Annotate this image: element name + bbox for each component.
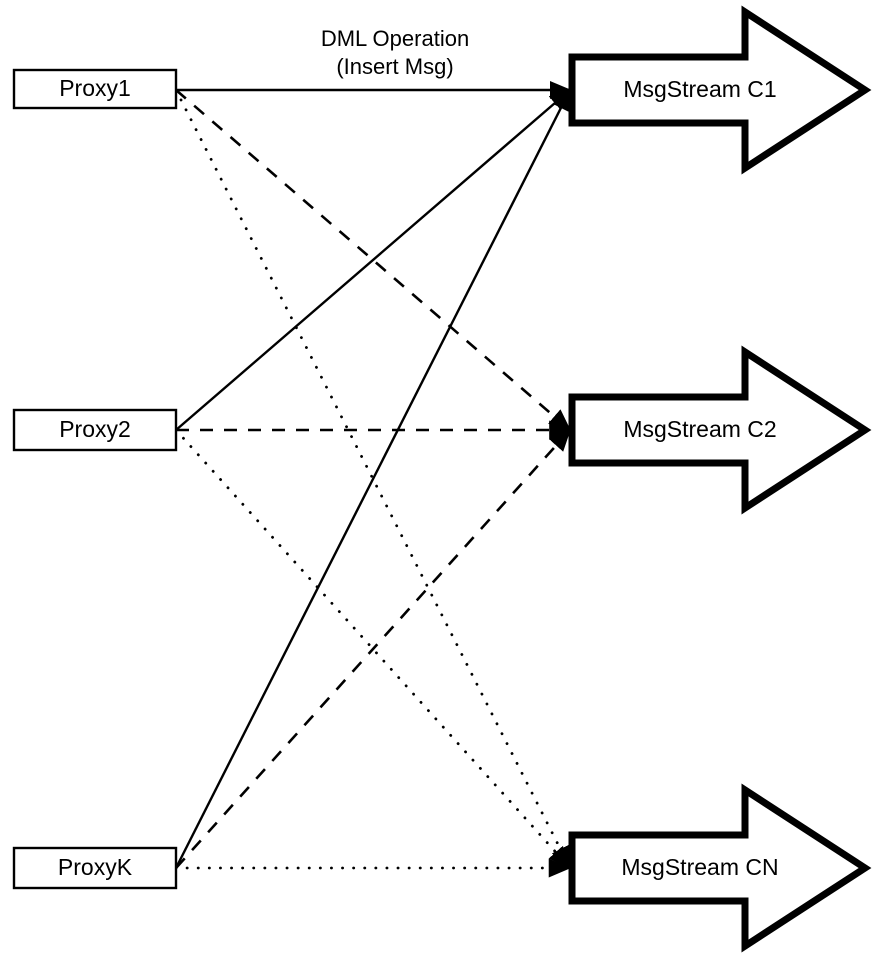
dml-operation-label-line1: DML Operation — [321, 26, 469, 51]
edge-proxyK-to-c2 — [175, 429, 571, 869]
proxy-box-proxyK — [12, 846, 178, 890]
msgstream-node-msgstream-c1[interactable]: MsgStream C1 — [568, 5, 872, 175]
msgstream-label-msgstream-c1: MsgStream C1 — [623, 76, 776, 102]
proxy-box-proxy2 — [12, 408, 178, 452]
msgstream-shape-msgstream-cn — [568, 783, 872, 953]
edge-proxyK-to-c1 — [174, 88, 572, 869]
edge-proxy1-to-cn — [174, 88, 572, 870]
proxy-label-proxyK: ProxyK — [58, 854, 133, 880]
msgstream-shape-msgstream-c2 — [568, 345, 872, 515]
proxy-box-proxy1 — [12, 68, 178, 110]
msgstream-shape-msgstream-c1 — [568, 5, 872, 175]
proxy-label-proxy1: Proxy1 — [59, 75, 131, 101]
msgstream-label-msgstream-c2: MsgStream C2 — [623, 416, 776, 442]
msgstream-node-msgstream-c2[interactable]: MsgStream C2 — [568, 345, 872, 515]
proxy-node-proxy1[interactable]: Proxy1 — [12, 68, 178, 110]
edge-proxy1-to-c2 — [175, 89, 571, 431]
dml-operation-label-line2: (Insert Msg) — [336, 54, 453, 79]
proxy-node-proxy2[interactable]: Proxy2 — [12, 408, 178, 452]
msgstream-label-msgstream-cn: MsgStream CN — [621, 854, 778, 880]
edge-proxy2-to-c1 — [175, 89, 572, 431]
proxy-label-proxy2: Proxy2 — [59, 416, 131, 442]
edges-layer — [174, 80, 572, 878]
streams-layer: MsgStream C1 MsgStream C2 MsgStream CN — [568, 5, 872, 953]
proxy-node-proxyK[interactable]: ProxyK — [12, 846, 178, 890]
msgstream-node-msgstream-cn[interactable]: MsgStream CN — [568, 783, 872, 953]
dml-operation-label: DML Operation (Insert Msg) — [321, 26, 469, 79]
